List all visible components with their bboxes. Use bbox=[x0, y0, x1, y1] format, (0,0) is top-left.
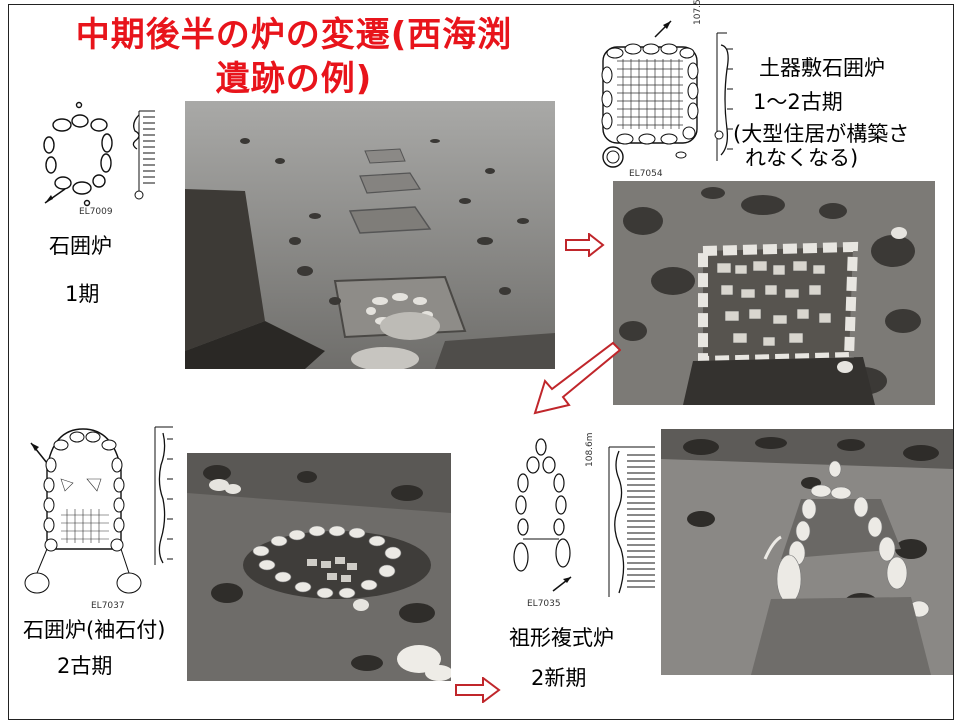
excavation-photo-2 bbox=[613, 181, 935, 405]
drawing-id: EL7037 bbox=[91, 601, 125, 611]
stage2-period: 1〜2古期 bbox=[753, 90, 843, 114]
right-arrow-icon bbox=[565, 233, 605, 257]
elevation-label: 107.5m bbox=[693, 0, 703, 25]
drawing-id: EL7054 bbox=[629, 169, 663, 179]
excavation-photo-3 bbox=[187, 453, 451, 681]
slide-title-line1: 中期後半の炉の変遷(西海渕 bbox=[75, 15, 513, 55]
slide-title: 中期後半の炉の変遷(西海渕 遺跡の例) bbox=[39, 13, 549, 101]
stage3-period: 2古期 bbox=[57, 654, 113, 678]
stage3-label: 石囲炉(袖石付) bbox=[23, 618, 166, 642]
diagonal-arrow-icon bbox=[529, 339, 621, 417]
excavation-photo-4 bbox=[661, 429, 953, 675]
stage1-period: 1期 bbox=[65, 282, 100, 306]
stage2-note-line1: (大型住居が構築さ bbox=[733, 122, 910, 146]
stage2-label: 土器敷石囲炉 bbox=[759, 56, 885, 80]
slide: 中期後半の炉の変遷(西海渕 遺跡の例) bbox=[8, 0, 954, 720]
drawing-id: EL7009 bbox=[79, 207, 113, 217]
drawing-doki-jiki-ishigakoiro: EL7054 107.5m bbox=[585, 0, 743, 181]
stage4-period: 2新期 bbox=[531, 666, 587, 690]
stage4-label: 祖形複式炉 bbox=[509, 626, 614, 650]
drawing-id: EL7035 bbox=[527, 599, 561, 609]
elevation-label: 108.6m bbox=[585, 432, 595, 467]
slide-title-line2: 遺跡の例) bbox=[215, 59, 373, 99]
drawing-sokei-fukushikiro: EL7035 108.6m bbox=[499, 425, 659, 611]
drawing-ishigakoiro-1: EL7009 bbox=[27, 95, 157, 220]
drawing-sodeishi-ishigakoiro: EL7037 bbox=[17, 419, 177, 615]
right-arrow-icon bbox=[455, 677, 501, 703]
stage1-label: 石囲炉 bbox=[49, 234, 112, 258]
excavation-photo-1 bbox=[185, 101, 555, 369]
stage2-note-line2: れなくなる) bbox=[745, 146, 859, 170]
